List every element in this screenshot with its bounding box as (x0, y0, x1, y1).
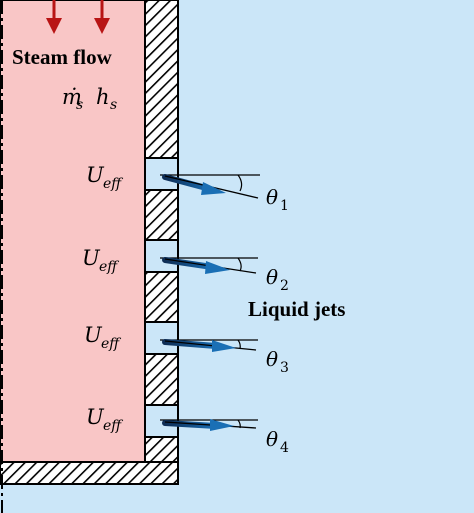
velocity-symbol: U (86, 405, 105, 429)
orifice-1 (144, 157, 179, 191)
jet-angle-symbol: θ (266, 427, 278, 451)
liquid-jets-label: Liquid jets (248, 297, 345, 321)
orifice-3 (144, 321, 179, 355)
velocity-symbol: U (86, 163, 105, 187)
jet-angle-subscript: 4 (280, 440, 289, 456)
steam-flow-label: Steam flow (12, 45, 113, 69)
enthalpy-subscript: s (110, 97, 117, 113)
velocity-label-1: U eff (86, 163, 123, 192)
jet-angle-subscript: 1 (280, 198, 289, 214)
liquid-jet-4: θ 4 (160, 419, 289, 456)
mdot-subscript: s (76, 97, 83, 113)
velocity-subscript: eff (103, 418, 123, 434)
mdot-symbol: ṁ (62, 85, 82, 109)
velocity-subscript: eff (99, 259, 119, 275)
jet-angle-symbol: θ (266, 265, 278, 289)
velocity-label-4: U eff (86, 405, 123, 434)
liquid-jet-3: θ 3 (160, 339, 289, 376)
enthalpy-symbol: h (96, 85, 110, 109)
jet-angle-symbol: θ (266, 185, 278, 209)
bottom-wall (0, 461, 179, 485)
liquid-jet-2: θ 2 (160, 257, 289, 294)
steam-inflow-arrows (46, 0, 110, 34)
inlet-properties: ṁ s h s (62, 85, 117, 113)
jet-angle-symbol: θ (266, 347, 278, 371)
velocity-label-2: U eff (82, 246, 119, 275)
orifice-2 (144, 239, 179, 273)
liquid-jet-1: θ 1 (160, 174, 289, 214)
jet-angle-subscript: 3 (280, 360, 289, 376)
jet-angle-subscript: 2 (280, 278, 289, 294)
velocity-subscript: eff (103, 176, 123, 192)
velocity-symbol: U (82, 246, 101, 270)
steam-region (0, 0, 146, 463)
velocity-subscript: eff (101, 336, 121, 352)
velocity-symbol: U (84, 323, 103, 347)
velocity-label-3: U eff (84, 323, 121, 352)
